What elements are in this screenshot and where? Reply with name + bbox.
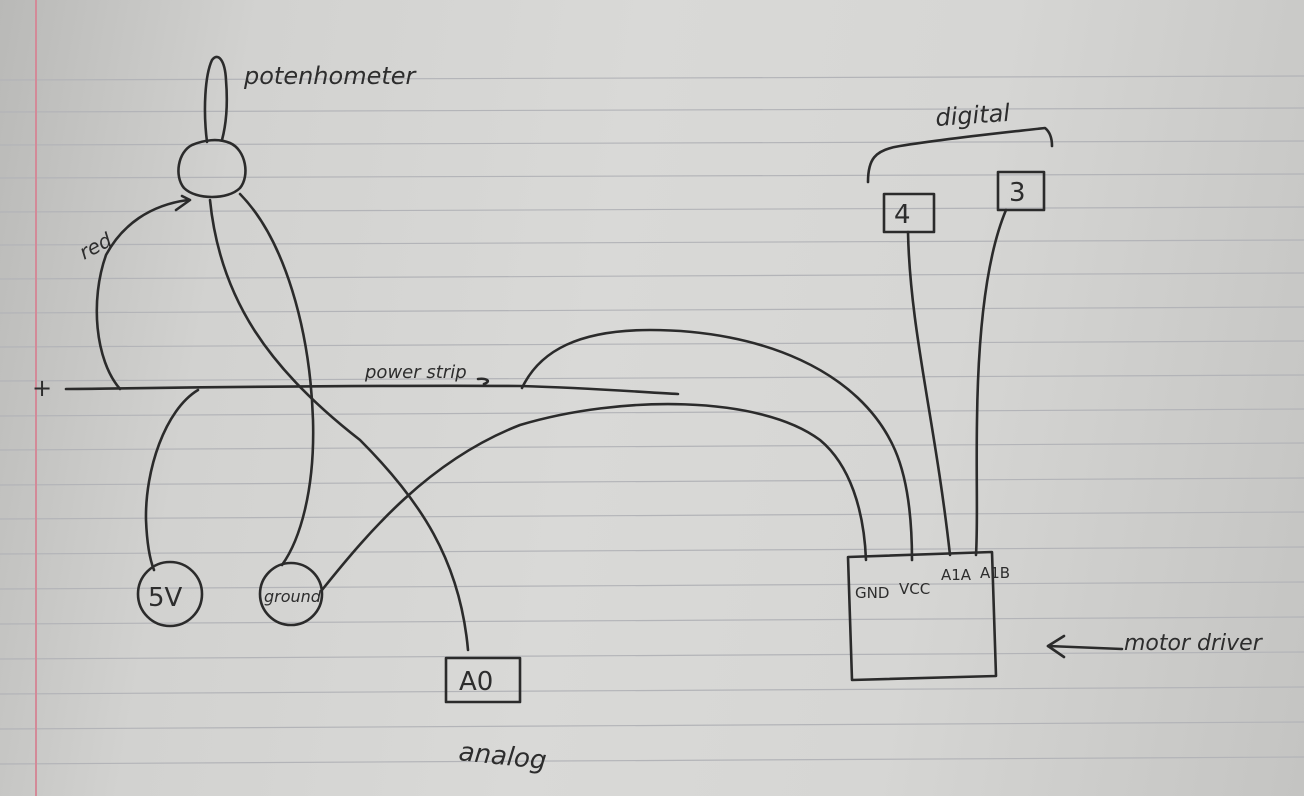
driver-pin-a1a: A1A	[941, 566, 972, 584]
wiper-wire	[208, 198, 470, 652]
a0-box	[444, 656, 522, 704]
pin4-wire	[906, 230, 952, 557]
red-label: red	[75, 227, 116, 264]
digital-pin-4: 4	[894, 200, 911, 230]
five-v-label: 5V	[148, 583, 183, 613]
power-strip-line	[64, 384, 680, 396]
power-strip-label: power strip	[364, 362, 467, 383]
five-v-circle	[136, 560, 204, 628]
arrow-line	[1046, 644, 1124, 651]
strip-to-vcc-wire	[520, 328, 914, 562]
driver-pin-gnd: GND	[855, 584, 889, 602]
arrow-head	[1046, 634, 1066, 659]
potentiometer-label: potenhometer	[243, 62, 418, 90]
red-wire	[95, 198, 190, 391]
plus-label: +	[32, 374, 52, 402]
digital-pin-3: 3	[1009, 178, 1026, 208]
ground-circle	[258, 561, 324, 627]
a0-label: A0	[459, 667, 493, 697]
pot-ground-wire	[238, 192, 315, 567]
ruled-lines	[0, 75, 1304, 765]
motor-driver-label: motor driver	[1124, 631, 1264, 656]
driver-pin-vcc: VCC	[899, 580, 930, 598]
driver-pin-a1b: A1B	[980, 564, 1010, 582]
pin4-box	[882, 192, 936, 234]
five-v-wire	[144, 388, 200, 572]
wires	[64, 126, 1124, 659]
analog-label: analog	[457, 737, 548, 776]
ground-to-gnd-wire	[320, 402, 868, 592]
digital-label: digital	[934, 99, 1011, 132]
pin3-wire	[974, 208, 1008, 557]
pin3-box	[996, 170, 1046, 212]
components	[136, 170, 1046, 704]
motor-driver-box	[846, 550, 998, 682]
potentiometer-symbol	[177, 55, 247, 199]
ground-label: ground	[264, 587, 322, 606]
digital-bracket	[866, 126, 1054, 184]
